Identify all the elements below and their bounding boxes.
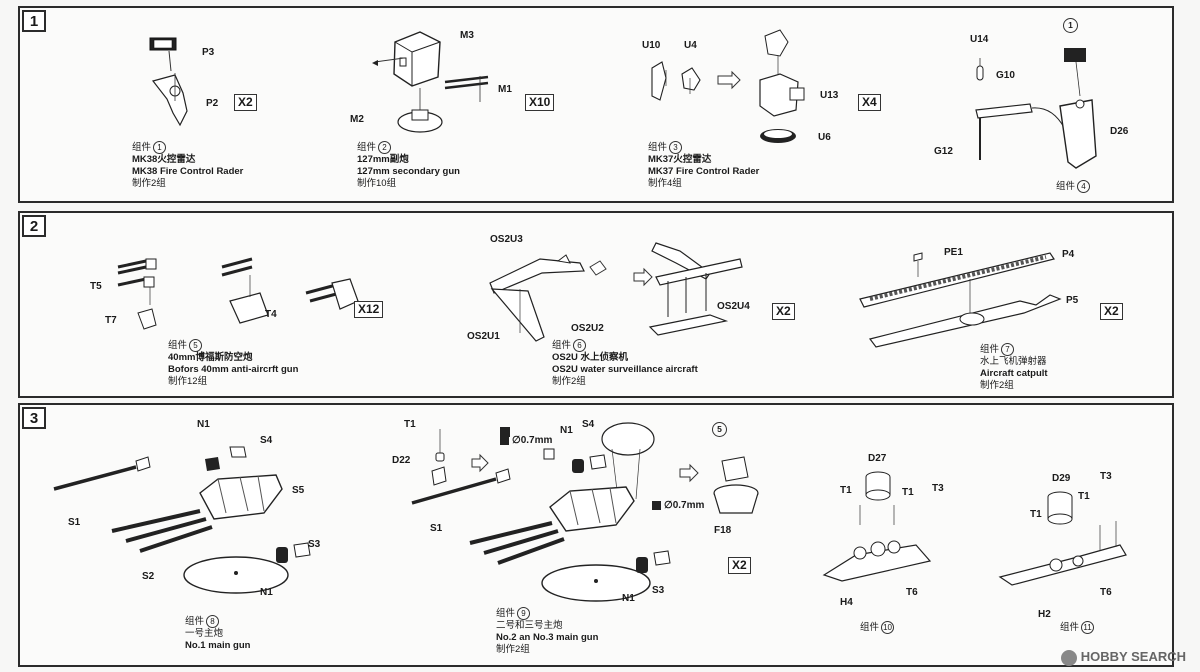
quantity-badge: X2 <box>234 94 257 111</box>
part-label-s4: S4 <box>260 435 273 446</box>
part-label-d26: D26 <box>1110 126 1129 137</box>
platform-10-drawing <box>822 471 932 582</box>
quantity-badge: X10 <box>525 94 555 111</box>
part-label-t1: T1 <box>404 419 416 430</box>
part-label-p4: P4 <box>1062 249 1075 260</box>
part-label-s2: S2 <box>142 571 155 582</box>
callout-marker: 1 <box>1063 18 1078 33</box>
part-label-d27: D27 <box>868 453 887 464</box>
part-label-os2u4: OS2U4 <box>717 301 750 312</box>
part-label-s1: S1 <box>430 523 443 534</box>
part-label-g12: G12 <box>934 146 953 157</box>
part-label-h4: H4 <box>840 597 853 608</box>
main-gun-2-3-drawing <box>411 422 759 602</box>
platform-11-drawing <box>998 491 1127 586</box>
part-label-p2: P2 <box>206 98 219 109</box>
part-label-d22: D22 <box>392 455 411 466</box>
part-label-s4: S4 <box>582 419 595 430</box>
part-label-u6: U6 <box>818 132 831 143</box>
secondary-gun-drawing <box>372 31 489 133</box>
mast-drawing <box>975 48 1097 169</box>
part-label-n1: N1 <box>622 593 635 604</box>
part-label-n1: N1 <box>560 425 573 436</box>
part-label-t5: T5 <box>90 281 102 292</box>
callout-marker: 5 <box>712 422 727 437</box>
step-number: 1 <box>22 10 46 32</box>
part-label-n1: N1 <box>260 587 273 598</box>
part-label-os2u2: OS2U2 <box>571 323 604 334</box>
drill-note: ∅0.7mm <box>500 435 552 446</box>
part-label-u13: U13 <box>820 90 839 101</box>
step-number: 2 <box>22 215 46 237</box>
part-label-g10: G10 <box>996 70 1015 81</box>
drill-icon <box>500 435 509 445</box>
part-label-s3: S3 <box>652 585 665 596</box>
mk38-radar-drawing <box>149 37 188 127</box>
part-label-t1: T1 <box>840 485 852 496</box>
part-label-s1: S1 <box>68 517 81 528</box>
part-label-f18: F18 <box>714 525 732 536</box>
watermark: HOBBY SEARCH <box>1060 649 1186 666</box>
part-label-t6: T6 <box>1100 587 1112 598</box>
part-label-os2u3: OS2U3 <box>490 234 523 245</box>
part-label-t6: T6 <box>906 587 918 598</box>
part-label-s5: S5 <box>292 485 305 496</box>
os2u-aircraft-drawing <box>489 242 743 342</box>
part-label-h2: H2 <box>1038 609 1051 620</box>
hobby-search-logo-icon <box>1060 650 1077 666</box>
part-label-d29: D29 <box>1052 473 1071 484</box>
part-label-t7: T7 <box>105 315 117 326</box>
quantity-badge: X2 <box>772 303 795 320</box>
catapult-drawing <box>859 252 1062 348</box>
quantity-badge: X2 <box>728 557 751 574</box>
part-label-u4: U4 <box>684 40 697 51</box>
part-label-u10: U10 <box>642 40 661 51</box>
part-label-p5: P5 <box>1066 295 1079 306</box>
part-label-t1: T1 <box>1030 509 1042 520</box>
bofors-gun-drawing <box>117 257 359 330</box>
part-label-os2u1: OS2U1 <box>467 331 500 342</box>
main-gun-1-drawing <box>53 446 311 594</box>
drill-note: ∅0.7mm <box>652 500 704 511</box>
part-label-s3: S3 <box>308 539 321 550</box>
quantity-badge: X12 <box>354 301 384 318</box>
part-label-n1: N1 <box>197 419 210 430</box>
part-label-t3: T3 <box>1100 471 1112 482</box>
part-label-m2: M2 <box>350 114 364 125</box>
quantity-badge: X2 <box>1100 303 1123 320</box>
part-label-t3: T3 <box>932 483 944 494</box>
mk37-radar-drawing <box>651 29 805 143</box>
quantity-badge: X4 <box>858 94 881 111</box>
step-number: 3 <box>22 407 46 429</box>
part-label-u14: U14 <box>970 34 989 45</box>
part-label-t1: T1 <box>902 487 914 498</box>
drill-icon <box>652 500 661 510</box>
part-label-p3: P3 <box>202 47 215 58</box>
part-label-m3: M3 <box>460 30 474 41</box>
part-label-t1: T1 <box>1078 491 1090 502</box>
part-label-pe1: PE1 <box>944 247 963 258</box>
part-label-t4: T4 <box>265 309 277 320</box>
part-label-m1: M1 <box>498 84 512 95</box>
